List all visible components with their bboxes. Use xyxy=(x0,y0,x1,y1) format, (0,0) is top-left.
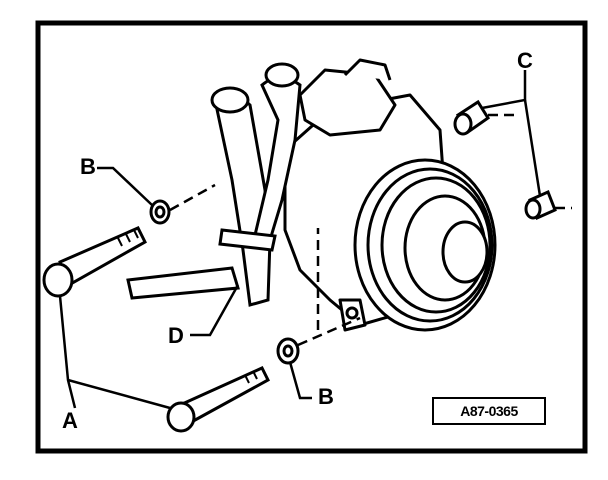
callout-c: C xyxy=(517,48,533,73)
callout-d: D xyxy=(168,323,184,348)
callout-b-lower: B xyxy=(318,384,334,409)
washer-lower xyxy=(276,337,300,365)
washer-upper xyxy=(149,199,171,225)
figure-id-label: A87-0365 xyxy=(432,397,546,425)
diagram-frame xyxy=(35,20,588,454)
pulley xyxy=(353,158,497,332)
bolt-upper xyxy=(42,226,147,298)
alignment-lines xyxy=(169,113,572,347)
callout-b-upper: B xyxy=(80,154,96,179)
bushing-upper xyxy=(453,99,491,136)
refrigerant-line xyxy=(126,62,302,307)
leader-lines xyxy=(58,70,542,410)
bolt-lower xyxy=(166,366,270,433)
callout-a: A xyxy=(62,408,78,433)
bushing-lower xyxy=(524,189,557,221)
